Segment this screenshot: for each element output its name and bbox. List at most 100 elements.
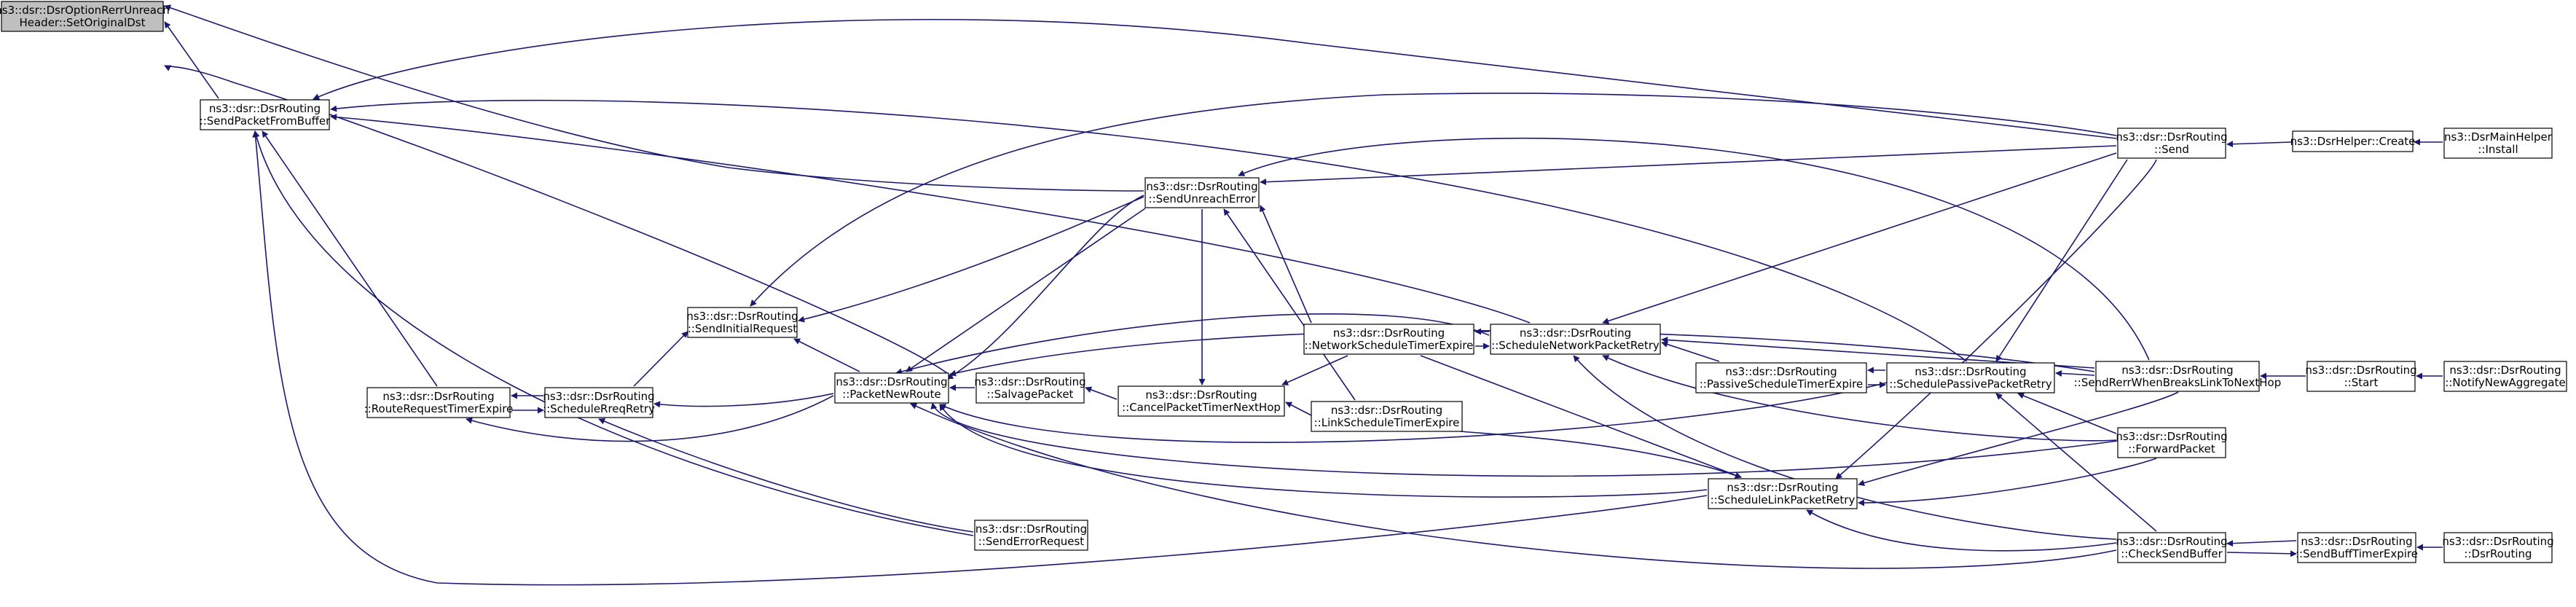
node-check-send-buffer[interactable]: ns3::dsr::DsrRouting::CheckSendBuffer (2116, 532, 2228, 563)
edge-sue-to-link-timer (1223, 208, 1356, 401)
node-dsr-helper-create[interactable]: ns3::DsrHelper::Create (2290, 130, 2416, 152)
node-label-line: ::Start (2344, 376, 2379, 389)
node-label-line: ::NotifyNewAggregate (2445, 376, 2565, 389)
node-box (200, 99, 330, 130)
node-box (2117, 128, 2226, 159)
edge-spfb-to-send-error-request (253, 130, 974, 536)
node-box (2117, 427, 2226, 458)
node-link-schedule-timer-expire[interactable]: ns3::dsr::DsrRouting::LinkScheduleTimerE… (1311, 401, 1463, 432)
node-label-line: ::ScheduleLinkPacketRetry (1711, 493, 1856, 506)
node-label-line: ns3::dsr::DsrRouting (836, 375, 947, 388)
node-label-line: ns3::dsr::DsrRouting (1725, 365, 1837, 378)
node-box (1303, 324, 1474, 355)
node-box (975, 372, 1085, 404)
node-send-packet-from-buffer[interactable]: ns3::dsr::DsrRouting::SendPacketFromBuff… (200, 99, 331, 130)
edge-spfb-to-schedule-passive-packet-retry (330, 99, 1968, 362)
node-box (2306, 361, 2416, 392)
node-schedule-passive-packet-retry[interactable]: ns3::dsr::DsrRouting::SchedulePassivePac… (1886, 362, 2055, 393)
node-schedule-link-packet-retry[interactable]: ns3::dsr::DsrRouting::ScheduleLinkPacket… (1708, 478, 1858, 509)
edge-spfb-to-rrte (262, 130, 438, 387)
edge-pnr-to-splr (939, 404, 1708, 498)
node-send-buff-timer-expire[interactable]: ns3::dsr::DsrRouting::SendBuffTimerExpir… (2296, 532, 2418, 563)
edge-set-original-dst-to-send-unreach-error (164, 4, 1144, 192)
node-schedule-rreq-retry[interactable]: ns3::dsr::DsrRouting::ScheduleRreqRetry (543, 387, 655, 418)
node-box (1695, 362, 1867, 393)
edge-splr-to-network-timer (1420, 355, 1742, 479)
edges-layer (164, 4, 2443, 586)
edge-sue-to-pnr (946, 195, 1144, 380)
nodes-layer: ns3::dsr::DsrOptionRerrUnreachHeader::Se… (0, 1, 2567, 563)
node-box (544, 387, 653, 418)
node-label-line: ns3::DsrHelper::Create (2290, 135, 2416, 148)
node-box (2297, 532, 2416, 563)
node-label-line: ns3::dsr::DsrRouting (2442, 535, 2553, 548)
node-label-line: ns3::dsr::DsrRouting (2116, 535, 2227, 548)
node-send-unreach-error[interactable]: ns3::dsr::DsrRouting::SendUnreachError (1144, 177, 1260, 208)
node-send[interactable]: ns3::dsr::DsrRouting::Send (2116, 128, 2228, 159)
edge-sir-to-send-unreach-error (798, 196, 1144, 323)
edge-send-unreach-to-send-rerr (1238, 137, 2150, 361)
node-label-line: ::ForwardPacket (2128, 442, 2215, 455)
edge-pnr-to-forward (930, 402, 2118, 477)
node-schedule-network-packet-retry[interactable]: ns3::dsr::DsrRouting::ScheduleNetworkPac… (1490, 324, 1661, 355)
node-label-line: ::RouteRequestTimerExpire (364, 402, 514, 415)
node-label-line: ns3::dsr::DsrRouting (1145, 388, 1257, 402)
node-network-schedule-timer-expire[interactable]: ns3::dsr::DsrRouting::NetworkScheduleTim… (1303, 324, 1474, 355)
node-label-line: ns3::dsr::DsrRouting (1331, 404, 1442, 417)
node-forward-packet[interactable]: ns3::dsr::DsrRouting::ForwardPacket (2116, 427, 2228, 458)
node-label-line: ns3::dsr::DsrRouting (1146, 180, 1257, 193)
node-passive-schedule-timer-expire[interactable]: ns3::dsr::DsrRouting::PassiveScheduleTim… (1695, 362, 1867, 393)
node-box (2443, 128, 2553, 159)
node-set-original-dst[interactable]: ns3::dsr::DsrOptionRerrUnreachHeader::Se… (0, 1, 170, 32)
edge-sppr-to-check-send-buffer (1995, 393, 2157, 532)
edge-pnr-to-send-unreach-error (906, 208, 1146, 372)
node-packet-new-route[interactable]: ns3::dsr::DsrRouting::PacketNewRoute (834, 372, 949, 404)
edge-sir-to-packet-new-route (793, 338, 860, 372)
node-send-initial-request[interactable]: ns3::dsr::DsrRouting::SendInitialRequest (686, 307, 798, 338)
node-box (2095, 361, 2260, 392)
node-send-error-request[interactable]: ns3::dsr::DsrRouting::SendErrorRequest (974, 520, 1088, 551)
edge-sppr-to-forward (2017, 392, 2117, 434)
node-box (834, 372, 949, 404)
edge-set-original-dst-to-send-packet-from-buffer (164, 21, 219, 99)
node-label-line: ns3::dsr::DsrRouting (2116, 130, 2227, 144)
node-box (1118, 385, 1285, 417)
edge-srr-to-send-error-request (598, 418, 974, 533)
edge-pnr-to-snpr (895, 313, 1490, 375)
node-notify-new-aggregate[interactable]: ns3::dsr::DsrRouting::NotifyNewAggregate (2443, 361, 2567, 392)
node-box (974, 520, 1088, 551)
node-label-line: ns3::dsr::DsrRouting (543, 390, 654, 403)
node-label-line: ns3::dsr::DsrRouting (1333, 326, 1445, 340)
node-box (1311, 401, 1463, 432)
node-label-line: ::CheckSendBuffer (2121, 547, 2223, 560)
node-label-line: ns3::dsr::DsrRouting (2116, 430, 2227, 443)
node-send-rerr-when-breaks-link-to-next-hop[interactable]: ns3::dsr::DsrRouting::SendRerrWhenBreaks… (2074, 361, 2282, 392)
node-start[interactable]: ns3::dsr::DsrRouting::Start (2305, 361, 2417, 392)
node-box (2117, 532, 2226, 563)
edge-spfb-to-send (313, 18, 2117, 139)
node-label-line: Header::SetOriginalDst (19, 16, 145, 29)
node-install[interactable]: ns3::DsrMainHelper::Install (2443, 128, 2553, 159)
edge-splr-to-link-timer (1460, 431, 1742, 479)
node-cancel-packet-timer-next-hop[interactable]: ns3::dsr::DsrRouting::CancelPacketTimerN… (1118, 385, 1285, 417)
node-label-line: ns3::dsr::DsrRouting (209, 102, 321, 115)
node-label-line: ::LinkScheduleTimerExpire (1314, 416, 1460, 429)
node-label-line: ::Install (2478, 143, 2518, 156)
node-label-line: ::PassiveScheduleTimerExpire (1700, 377, 1864, 391)
node-label-line: ::ScheduleRreqRetry (543, 402, 655, 415)
node-box (2292, 130, 2414, 152)
node-label-line: ::ScheduleNetworkPacketRetry (1491, 339, 1660, 352)
node-salvage-packet[interactable]: ns3::dsr::DsrRouting::SalvagePacket (974, 372, 1086, 404)
node-label-line: ::PacketNewRoute (842, 388, 941, 401)
node-box (1708, 478, 1858, 509)
node-route-request-timer-expire[interactable]: ns3::dsr::DsrRouting::RouteRequestTimerE… (364, 387, 514, 418)
edge-set-original-dst-to-send-error-request (164, 65, 948, 374)
edge-srr-to-packet-new-route (653, 393, 834, 408)
edge-sue-to-network-timer (1260, 205, 1312, 324)
edge-salvage-to-cancel (1085, 386, 1118, 400)
edge-cancel-to-network-timer (1281, 355, 1348, 385)
node-dsr-routing[interactable]: ns3::dsr::DsrRouting::DsrRouting (2442, 532, 2554, 563)
node-label-line: ::SendPacketFromBuffer (200, 114, 331, 128)
edge-splr-to-send-rerr (1858, 391, 2179, 486)
